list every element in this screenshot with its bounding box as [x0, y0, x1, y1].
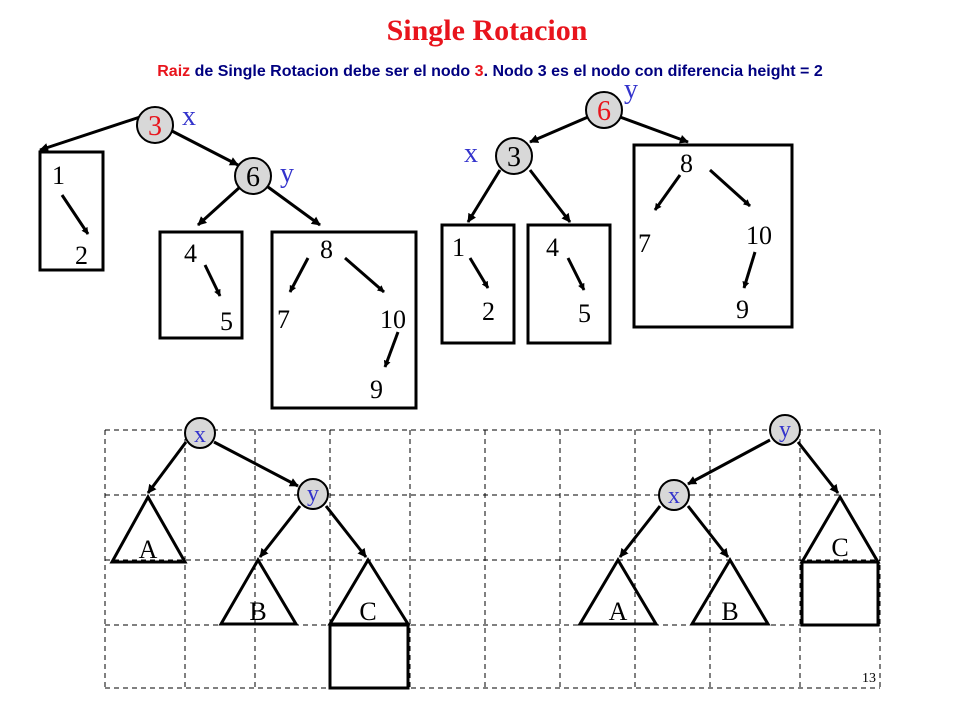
- triangle-A-left: [109, 493, 188, 564]
- label-B-right: B: [721, 597, 738, 626]
- value-1-before: 1: [52, 161, 65, 190]
- triangle-B-right: [689, 557, 771, 626]
- value-8-before: 8: [320, 235, 333, 264]
- edge-y-to-C-right: [796, 441, 840, 494]
- subtitle-raiz: Raiz: [157, 63, 190, 80]
- schema-node-x-left-label: x: [194, 422, 206, 448]
- node-6-after: [585, 91, 623, 129]
- value-10-after: 10: [746, 221, 772, 250]
- subtree-box-8: [270, 230, 418, 410]
- value-9-before: 9: [370, 375, 383, 404]
- edge-6-to-box2: [196, 185, 242, 227]
- label-C-right: C: [831, 533, 848, 562]
- edge-y-to-C: [324, 505, 368, 558]
- schema-right-lines: [577, 438, 881, 627]
- edge-1-2-after: [468, 257, 490, 289]
- value-8-after: 8: [680, 149, 693, 178]
- label-B-left: B: [249, 597, 266, 626]
- extra-height-box-left: [328, 623, 410, 690]
- subtitle-part1: de Single Rotacion debe ser el nodo: [190, 63, 475, 80]
- schema-node-x-right-label: x: [668, 483, 680, 509]
- subtree-box-8-after: [632, 143, 794, 329]
- value-9-after: 9: [736, 295, 749, 324]
- edge-8-7: [288, 257, 310, 293]
- subtitle-part2: . Nodo 3 es el nodo con diferencia heigh…: [484, 63, 823, 80]
- node-3-label: 3: [148, 111, 162, 142]
- node-3-after: [495, 137, 533, 175]
- subtree-box-1-2-after: [440, 223, 516, 345]
- tag-y-before: y: [280, 158, 294, 189]
- page-number: 13: [862, 671, 876, 686]
- tag-x-before: x: [182, 101, 196, 132]
- edge-3-to-box1: [466, 169, 502, 223]
- edge-x-to-A-right: [618, 505, 662, 558]
- edge-8-10-after: [708, 168, 752, 208]
- edge-3-to-6: [169, 128, 239, 167]
- subtree-box-4-5: [158, 230, 244, 340]
- value-2-after: 2: [482, 297, 495, 326]
- schema-node-y-right: [769, 414, 801, 446]
- extra-height-box-right: [800, 560, 880, 627]
- edge-4-5: [203, 264, 222, 297]
- node-3-after-label: 3: [507, 142, 521, 173]
- node-6-before: [234, 157, 272, 195]
- value-7-before: 7: [277, 305, 290, 334]
- edge-3-to-box1: [39, 115, 141, 152]
- value-1-after: 1: [452, 233, 465, 262]
- label-C-left: C: [359, 597, 376, 626]
- subtree-box-1-2: [38, 150, 105, 272]
- value-10-before: 10: [380, 305, 406, 334]
- schema-node-y-left: [297, 478, 329, 510]
- node-6-label: 6: [246, 162, 260, 193]
- value-4-after: 4: [546, 233, 559, 262]
- value-4-before: 4: [184, 239, 197, 268]
- edge-8-10: [344, 256, 385, 294]
- value-2-before: 2: [75, 241, 88, 270]
- schema-node-y-right-label: y: [779, 417, 791, 443]
- tree-before: [38, 115, 418, 410]
- node-6-after-label: 6: [597, 96, 611, 127]
- subtree-box-4-5-after: [526, 223, 612, 345]
- tag-y-after: y: [624, 74, 638, 105]
- edge-x-to-y: [213, 440, 299, 488]
- triangle-B-left: [218, 557, 299, 626]
- node-3-before: [136, 106, 174, 144]
- value-5-before: 5: [220, 307, 233, 336]
- tag-x-after: x: [464, 138, 478, 169]
- edge-6-to-3: [529, 115, 589, 144]
- value-7-after: 7: [638, 229, 651, 258]
- edge-y-to-x: [687, 438, 771, 486]
- edge-x-to-B-right: [686, 505, 730, 558]
- edge-10-9: [383, 331, 400, 368]
- edge-6-to-box3: [267, 185, 321, 227]
- edge-1-2: [60, 194, 90, 235]
- schema-node-x-right: [658, 479, 690, 511]
- edge-3-to-box2: [528, 169, 572, 223]
- edge-6-to-box3: [619, 115, 689, 144]
- schema-node-y-left-label: y: [307, 481, 319, 507]
- tree-after: [440, 115, 794, 345]
- value-5-after: 5: [578, 299, 591, 328]
- schema-node-x-left: [184, 417, 216, 449]
- subtitle: Raiz de Single Rotacion debe ser el nodo…: [157, 63, 823, 80]
- edge-8-7-after: [653, 174, 682, 211]
- schema-left-lines: [109, 440, 411, 690]
- edge-10-9-after: [742, 251, 757, 289]
- edge-y-to-B: [258, 505, 302, 558]
- slide-title: Single Rotacion: [387, 14, 588, 47]
- label-A-left: A: [139, 535, 158, 564]
- edge-x-to-A: [146, 441, 188, 494]
- label-A-right: A: [609, 597, 628, 626]
- edge-4-5-after: [566, 257, 586, 291]
- triangle-A-right: [577, 557, 659, 626]
- subtitle-node: 3: [475, 63, 484, 80]
- dashed-grid: [104, 429, 881, 689]
